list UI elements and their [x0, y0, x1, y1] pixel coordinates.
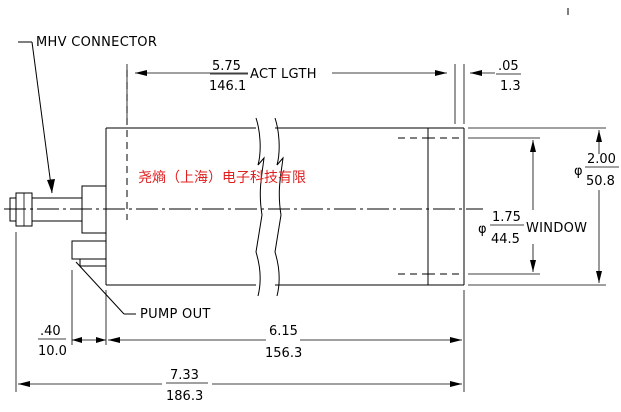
outer-diameter-dimension: φ 2.00 50.8 — [468, 127, 619, 286]
active-length-label: ACT LGTH — [250, 67, 317, 82]
active-length-inch: 5.75 — [212, 59, 241, 74]
window-offset-inch: .05 — [498, 59, 519, 74]
window-label: WINDOW — [526, 221, 587, 236]
watermark: 尧熵（上海）电子科技有限 — [138, 170, 306, 186]
active-length-dimension: 5.75 146.1 ACT LGTH .05 1.3 — [126, 59, 521, 124]
body-length-mm: 156.3 — [265, 346, 302, 361]
detector-body — [105, 127, 465, 286]
window-diameter-mm: 44.5 — [491, 232, 520, 247]
window-diameter-symbol: φ — [478, 222, 487, 237]
pump-out-port: PUMP OUT — [71, 240, 211, 322]
connector-length-mm: 10.0 — [38, 344, 67, 359]
overall-length-mm: 186.3 — [166, 389, 203, 404]
active-length-mm: 146.1 — [209, 79, 246, 94]
body-length-inch: 6.15 — [269, 324, 298, 339]
connector-length-inch: .40 — [40, 324, 61, 339]
window-diameter-inch: 1.75 — [492, 210, 521, 225]
window-offset-mm: 1.3 — [500, 79, 521, 94]
overall-length-inch: 7.33 — [170, 368, 199, 383]
pump-out-label: PUMP OUT — [140, 307, 211, 322]
outer-diameter-mm: 50.8 — [586, 174, 615, 189]
break-symbol — [255, 117, 284, 297]
bottom-dimensions: .40 10.0 6.15 156.3 7.33 186.3 — [15, 232, 465, 404]
outer-diameter-symbol: φ — [574, 164, 583, 179]
connector-callout: MHV CONNECTOR — [18, 35, 157, 194]
outer-diameter-inch: 2.00 — [587, 152, 616, 167]
connector-label: MHV CONNECTOR — [36, 35, 157, 50]
window-diameter-dimension: φ 1.75 44.5 WINDOW — [468, 137, 587, 275]
